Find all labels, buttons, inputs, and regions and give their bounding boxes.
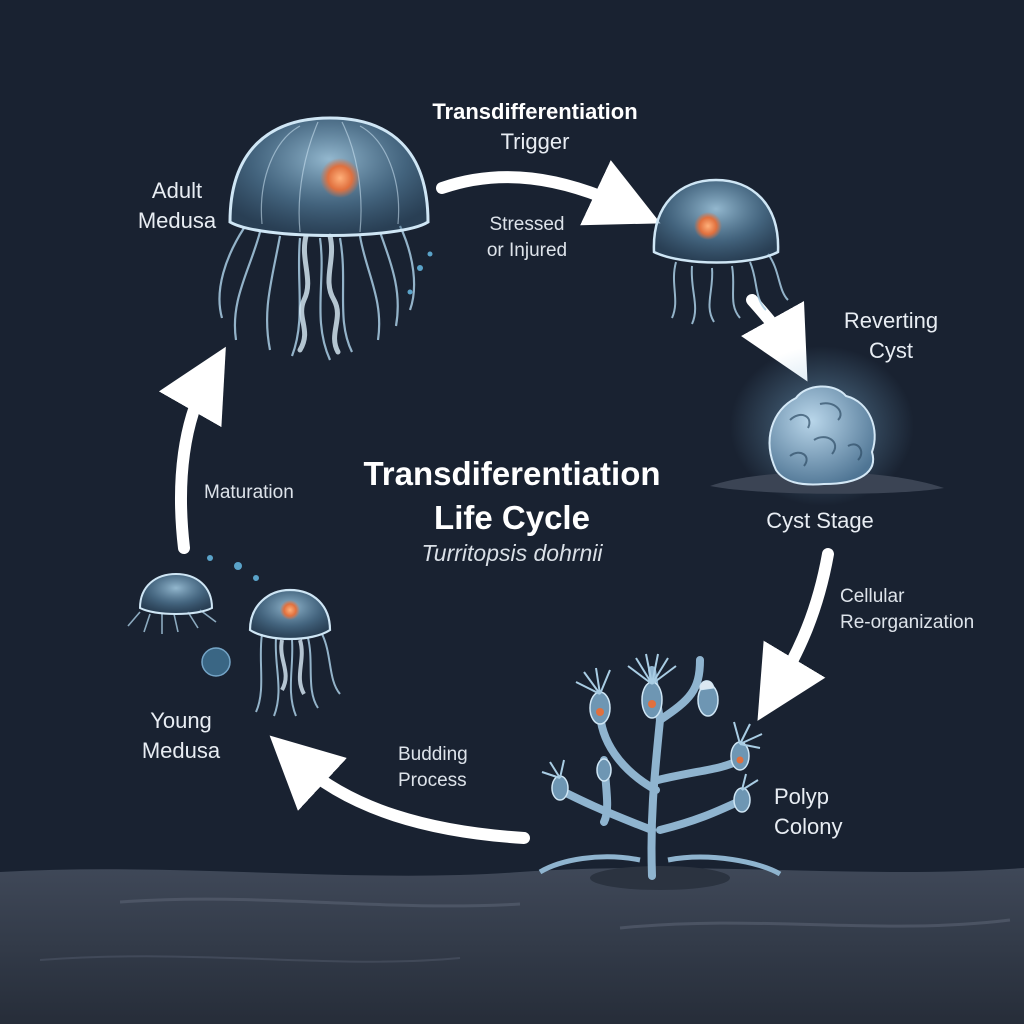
- title-line-2: Life Cycle: [434, 499, 590, 536]
- seafloor: [0, 868, 1024, 1024]
- polyp-colony-icon: [538, 653, 782, 890]
- cycle-arrow-icon: [741, 294, 808, 382]
- label-polyp-colony: Polyp Colony: [774, 784, 843, 839]
- label-young-medusa: Young Medusa: [141, 708, 221, 763]
- title-line-1: Transdiferentiation: [363, 455, 661, 492]
- adult-medusa-icon: [218, 116, 433, 361]
- cyst-icon: [710, 346, 944, 506]
- label-maturation: Maturation: [204, 482, 294, 503]
- species-subtitle: Turritopsis dohrnii: [421, 540, 603, 566]
- label-trigger-condition: Stressed or Injured: [486, 214, 568, 261]
- label-adult-medusa: Adult Medusa: [137, 178, 217, 233]
- reverting-medusa-icon: [652, 178, 789, 325]
- label-cellular-reorganization: Cellular Re-organization: [840, 586, 975, 633]
- cycle-arrow-icon: [158, 346, 226, 554]
- label-reverting-cyst: Reverting Cyst: [843, 308, 939, 363]
- young-medusa-icon: [127, 555, 341, 717]
- cycle-arrow-icon: [269, 735, 530, 844]
- label-budding-process: Budding Process: [398, 744, 468, 791]
- diagram-title: Transdiferentiation Life Cycle: [272, 452, 752, 540]
- label-trigger: Transdifferentiation Trigger: [432, 99, 638, 154]
- cycle-arrows: [158, 160, 834, 844]
- label-cyst-stage: Cyst Stage: [766, 508, 874, 533]
- cycle-arrow-icon: [436, 160, 661, 226]
- cycle-arrow-icon: [757, 548, 834, 721]
